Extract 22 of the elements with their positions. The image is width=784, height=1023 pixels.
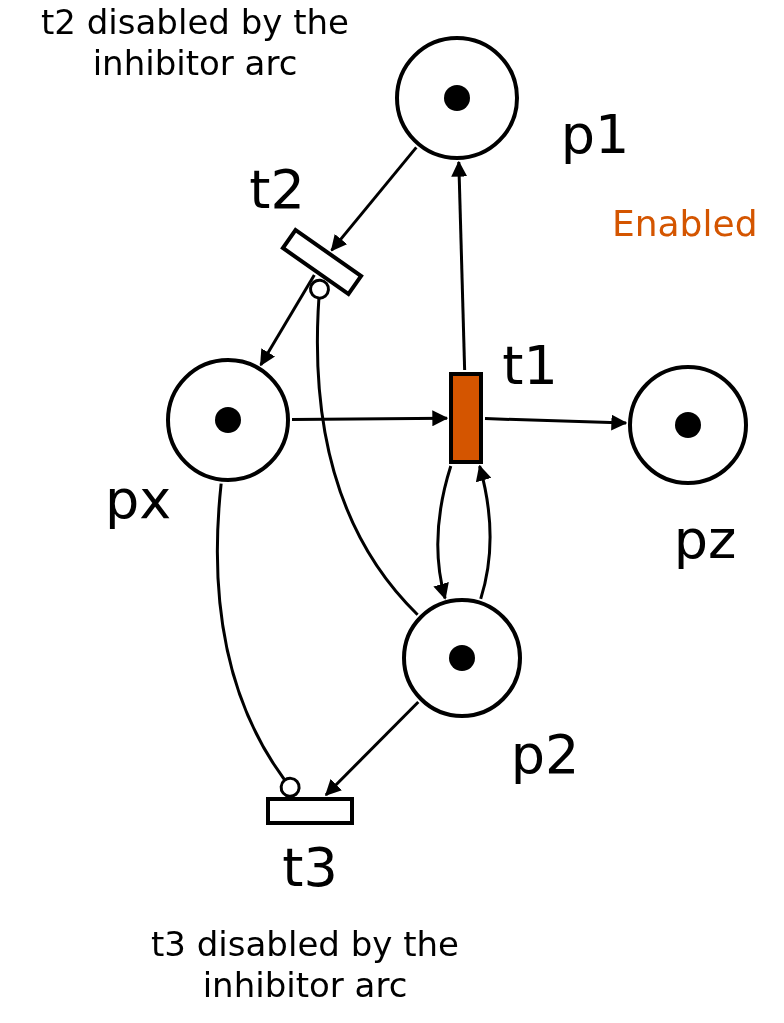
transition-bar bbox=[266, 797, 354, 825]
node-label: t3 bbox=[282, 841, 338, 895]
node-label: p1 bbox=[560, 108, 630, 162]
node-label: p2 bbox=[510, 728, 580, 782]
arrow bbox=[475, 464, 492, 600]
arrow bbox=[292, 410, 449, 427]
arrow bbox=[324, 700, 420, 797]
inhibitor-arc bbox=[309, 278, 419, 616]
inhibitor-arc bbox=[215, 483, 301, 798]
status-label: Enabled bbox=[612, 202, 759, 246]
node-label: pz bbox=[673, 513, 737, 567]
arrow bbox=[484, 414, 628, 431]
node-label: px bbox=[104, 473, 172, 527]
node-label: t2 bbox=[249, 163, 305, 217]
arrow bbox=[330, 146, 418, 252]
arrow bbox=[451, 160, 468, 371]
annotation-note: t2 disabled by the inhibitor arc bbox=[40, 2, 350, 84]
node-label: t1 bbox=[502, 339, 558, 393]
arrow bbox=[259, 274, 316, 367]
arrow bbox=[433, 465, 453, 600]
annotation-note: t3 disabled by the inhibitor arc bbox=[150, 924, 460, 1006]
transition-bar bbox=[449, 372, 483, 464]
